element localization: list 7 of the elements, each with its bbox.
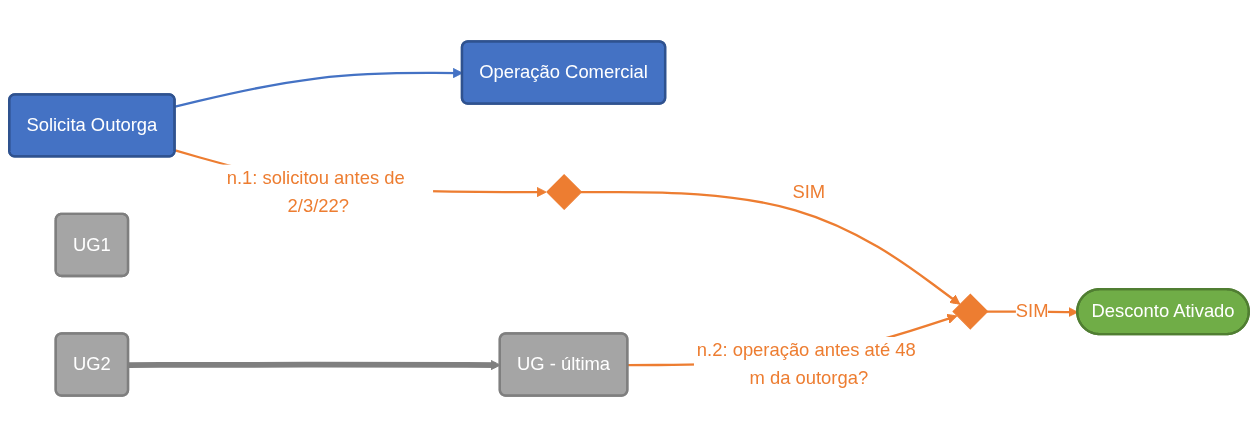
edge-label: n.1: solicitou antes de 2/3/22? — [226, 167, 405, 216]
node-diamond — [546, 174, 583, 211]
edge-label: SIM — [1015, 301, 1049, 321]
node-diamond — [952, 293, 989, 330]
arrow — [580, 190, 961, 305]
edge-label: n.2: operação antes até 48 m da outorga? — [696, 340, 916, 388]
edge-label: SIM — [792, 181, 826, 202]
